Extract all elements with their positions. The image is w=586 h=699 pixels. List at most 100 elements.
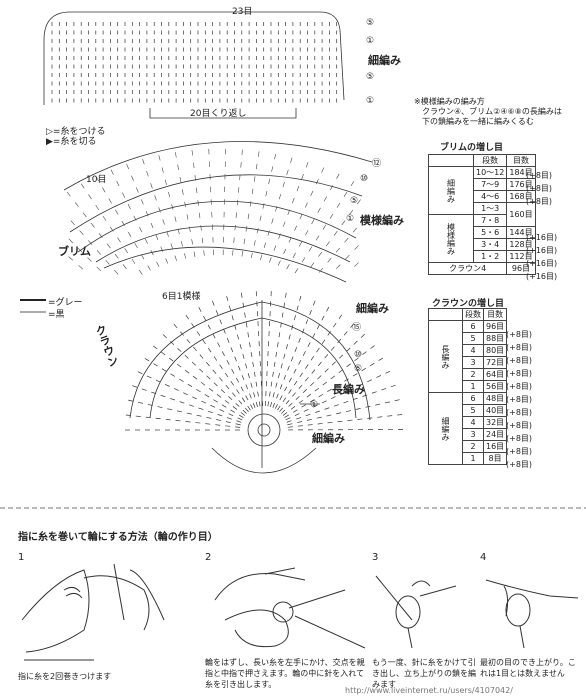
stitch-mark	[238, 187, 240, 193]
stitch-mark	[262, 203, 265, 209]
table-cell: 4	[462, 344, 484, 357]
step4-caption: 最初の目のでき上がり。これは1目とは数えません	[480, 658, 576, 678]
step2-illustration	[214, 567, 366, 649]
stitch-mark	[350, 180, 355, 186]
stitch-mark	[367, 417, 373, 419]
table-cell: 3・4	[472, 238, 508, 251]
stitch-mark	[310, 382, 315, 387]
stitch-mark	[164, 179, 167, 186]
stitch-mark	[312, 404, 318, 408]
stitch-mark	[96, 250, 101, 255]
stitch-mark	[377, 416, 383, 418]
stitch-mark	[154, 195, 157, 201]
stitch-mark	[269, 257, 272, 263]
stitch-mark	[322, 224, 327, 230]
stitch-mark	[286, 169, 289, 176]
stitch-mark	[267, 401, 269, 407]
stitch-mark	[238, 414, 244, 418]
stitch-mark	[219, 364, 223, 369]
stitch-mark	[249, 393, 252, 399]
stitch-mark	[292, 392, 296, 397]
step1-caption: 指に糸を2回巻きつけます	[18, 672, 112, 681]
stitch-mark	[186, 214, 189, 220]
stitch-mark	[316, 347, 320, 353]
table-cell: 1・2	[472, 250, 508, 263]
stitch-mark	[299, 213, 303, 220]
stitch-mark	[302, 389, 307, 394]
stitch-mark	[78, 265, 84, 270]
stitch-mark	[114, 253, 119, 259]
increase-note: (+8目)	[506, 408, 533, 417]
increase-note: (+16目)	[526, 272, 558, 281]
increase-note: (+8目)	[506, 356, 533, 365]
stitch-mark	[252, 361, 254, 367]
stitch-mark	[108, 198, 112, 204]
stitch-mark	[336, 264, 341, 269]
table-header: 段数	[472, 154, 508, 167]
stitch-mark	[199, 212, 201, 219]
stitch-mark	[191, 323, 195, 328]
stitch-mark	[350, 323, 354, 328]
increase-note: (+8目)	[506, 395, 533, 404]
stitch-mark	[216, 419, 222, 421]
stitch-mark	[397, 414, 403, 416]
stitch-mark	[156, 261, 160, 267]
stitch-mark	[164, 383, 170, 387]
stitch-mark	[339, 392, 345, 395]
stitch-mark	[184, 369, 190, 374]
stitch-mark	[292, 252, 296, 258]
repeat-note: 20目くり返し	[190, 109, 247, 119]
stitch-mark	[183, 392, 188, 396]
stitch-mark	[327, 421, 333, 424]
stitch-mark	[394, 399, 400, 402]
stitch-mark	[185, 314, 189, 320]
stitch-mark	[178, 378, 184, 382]
stitch-mark	[279, 384, 283, 390]
stitch-mark	[165, 418, 171, 421]
stitch-mark	[238, 400, 243, 405]
stitch-mark	[155, 379, 161, 383]
table-cell: 1	[462, 452, 484, 465]
table-cell: 7・8	[472, 214, 508, 227]
step2-caption: 輪をはずし、長い糸を左手にかけ、交点を親指と中指で押さえます。輪の中に針を入れて…	[205, 658, 365, 689]
stitch-mark	[199, 368, 204, 373]
stitch-mark	[208, 388, 214, 392]
stitch-mark	[219, 409, 225, 412]
stitch-mark	[206, 361, 210, 367]
single-crochet-label-mid: 細編み	[356, 302, 389, 315]
stitch-mark	[96, 266, 102, 272]
stitch-mark	[361, 368, 366, 372]
stitch-mark	[344, 237, 349, 243]
table-cell: 32目	[482, 416, 508, 429]
stitch-mark	[234, 356, 237, 362]
stitch-mark	[297, 425, 303, 427]
stitch-mark	[82, 212, 87, 218]
stitch-mark	[213, 356, 218, 361]
table-cell: 6	[462, 320, 484, 333]
stitch-mark	[234, 224, 236, 231]
stitch-mark	[358, 383, 363, 387]
stitch-mark	[240, 412, 246, 416]
stitch-mark	[362, 394, 368, 397]
stitch-mark	[109, 226, 114, 232]
stitch-mark	[298, 241, 303, 247]
row-marker: ⑤	[350, 196, 359, 206]
step-number: 2	[205, 552, 212, 563]
stitch-mark	[151, 391, 157, 394]
stitch-mark	[275, 351, 277, 358]
stitch-mark	[270, 381, 273, 387]
stitch-mark	[138, 269, 143, 275]
stitch-mark	[286, 264, 290, 270]
stitch-mark	[215, 424, 221, 426]
stitch-mark	[150, 250, 154, 256]
brim-table-title: ブリムの増し目	[440, 143, 504, 153]
stitch-mark	[240, 292, 243, 298]
stitch-mark	[239, 344, 242, 350]
stitch-mark	[301, 257, 306, 263]
step3-illustration	[375, 575, 457, 649]
stitch-mark	[231, 368, 235, 374]
stitch-mark	[126, 163, 129, 170]
table-cell: 96目	[506, 262, 536, 275]
